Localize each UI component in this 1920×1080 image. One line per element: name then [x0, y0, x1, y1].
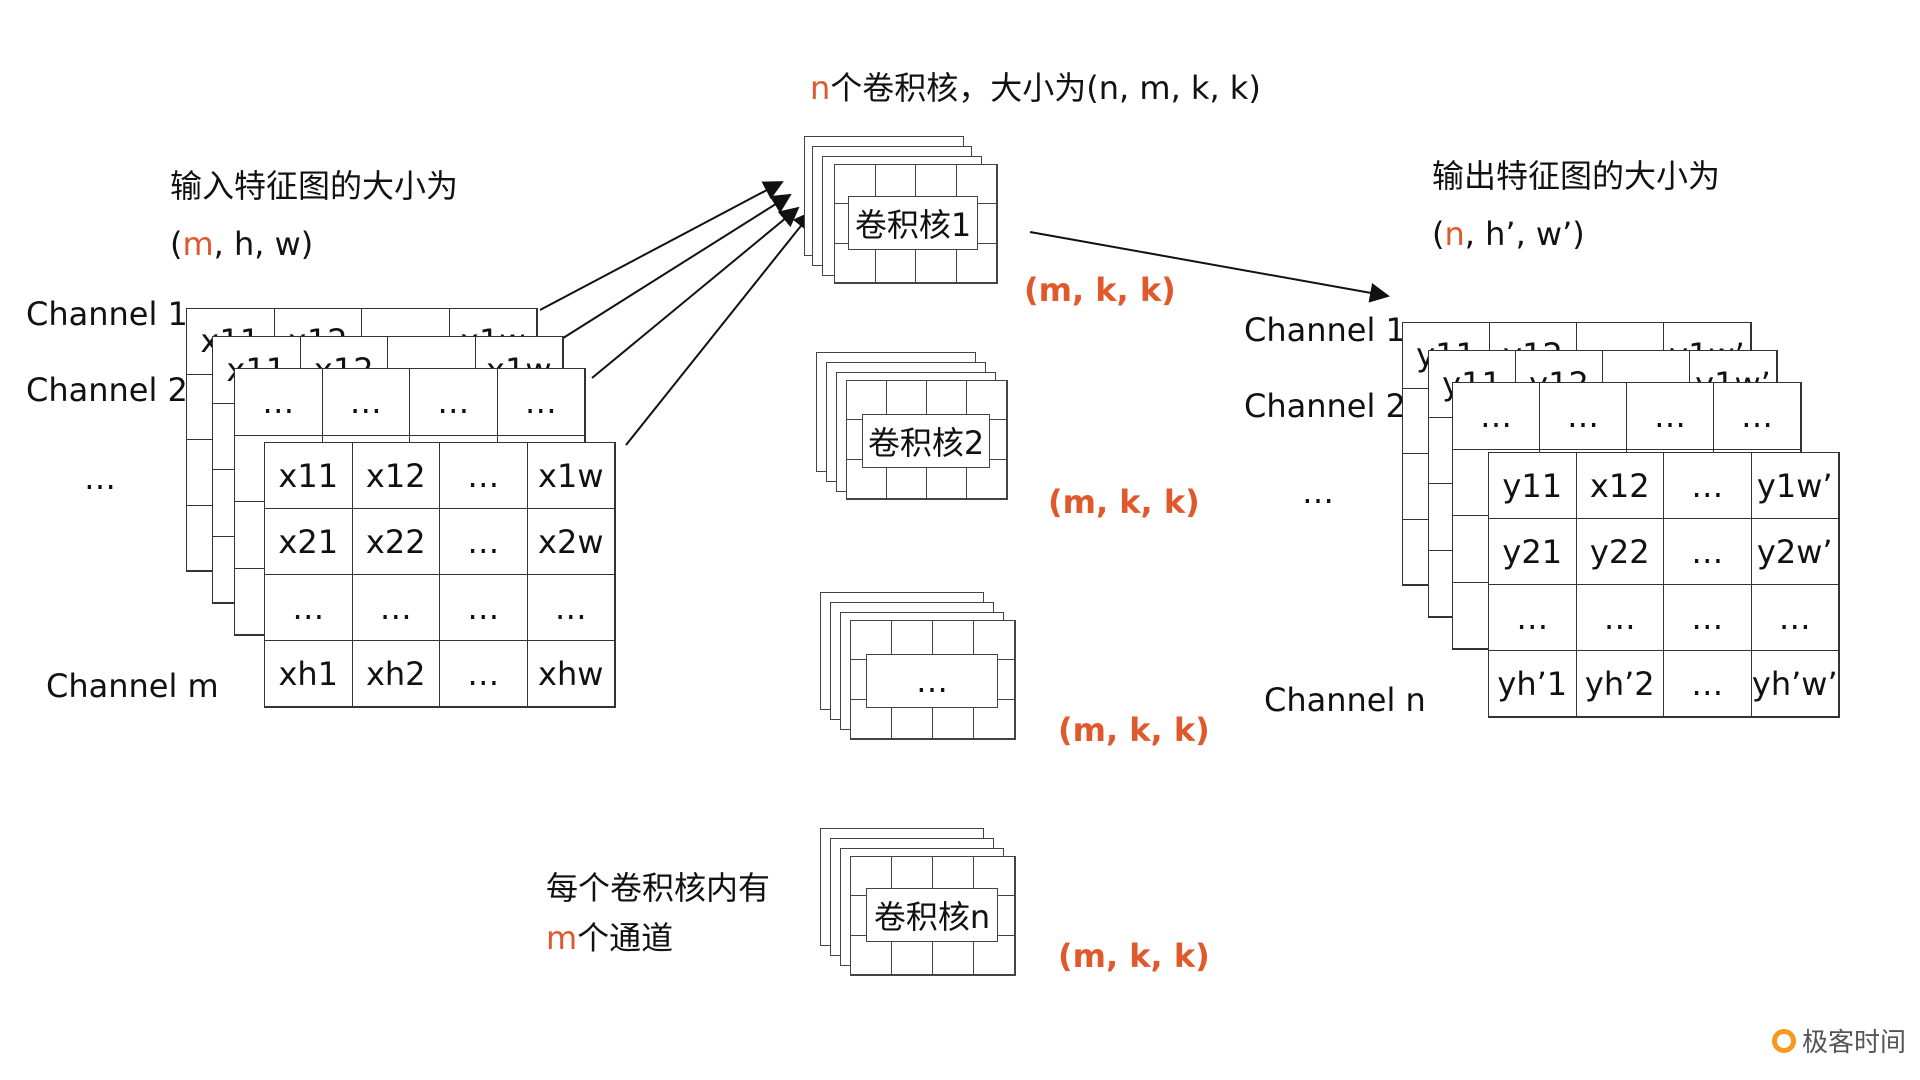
kernels-title-rest: 个卷积核，大小为(n, m, k, k) — [830, 69, 1261, 107]
kernel-3-size: (m, k, k) — [1058, 711, 1210, 749]
kernel-1-label: 卷积核1 — [848, 196, 978, 250]
matrix-cell: … — [1576, 585, 1664, 651]
matrix-cell: yh’2 — [1576, 651, 1664, 717]
output-channel-n-matrix: y11 x12 … y1w’ y21 y22 … y2w’ … … … … yh… — [1488, 452, 1840, 718]
input-title-open: ( — [170, 225, 183, 263]
matrix-cell: … — [497, 369, 585, 436]
matrix-cell: … — [1664, 453, 1752, 519]
input-channel-1-label: Channel 1 — [26, 295, 188, 333]
output-channel-n-label: Channel n — [1264, 681, 1426, 719]
input-title-m: m — [182, 225, 214, 263]
arrow-input-to-kernel-2 — [559, 193, 792, 341]
output-title-n: n — [1444, 215, 1465, 253]
matrix-cell: … — [440, 575, 528, 641]
matrix-cell: y11 — [1489, 453, 1577, 519]
output-title-line2: (n, h’, w’) — [1432, 218, 1585, 250]
kernel-1-size: (m, k, k) — [1024, 271, 1176, 309]
output-channel-2-label: Channel 2 — [1244, 387, 1406, 425]
input-title-line2: (m, h, w) — [170, 228, 313, 260]
arrow-input-to-kernel-3 — [591, 206, 800, 379]
kernel-n-label: 卷积核n — [866, 888, 998, 942]
kernels-title-n: n — [810, 69, 831, 107]
input-channel-m-label: Channel m — [46, 667, 219, 705]
matrix-cell: y2w’ — [1751, 519, 1839, 585]
input-title-rest: , h, w) — [213, 225, 314, 263]
output-title-rest: , h’, w’) — [1464, 215, 1585, 253]
matrix-cell: … — [322, 369, 410, 436]
kernel-n-size: (m, k, k) — [1058, 937, 1210, 975]
output-channel-1-label: Channel 1 — [1244, 311, 1406, 349]
matrix-cell: … — [1751, 585, 1839, 651]
kernel-3-label: … — [866, 654, 998, 708]
matrix-cell: … — [440, 509, 528, 575]
matrix-cell: yh’1 — [1489, 651, 1577, 717]
input-channel-dots: … — [84, 459, 116, 497]
matrix-cell: x21 — [265, 509, 353, 575]
matrix-cell: … — [1453, 383, 1540, 450]
kernel-note-rest: 个通道 — [577, 919, 674, 957]
input-title-line1: 输入特征图的大小为 — [170, 167, 459, 205]
arrow-input-to-kernel-1 — [539, 181, 784, 311]
matrix-cell: … — [410, 369, 498, 436]
kernel-note-line2: m个通道 — [546, 922, 673, 954]
matrix-cell: x12 — [352, 443, 440, 509]
matrix-cell: xhw — [527, 641, 615, 707]
matrix-cell: x22 — [352, 509, 440, 575]
matrix-cell: … — [1664, 519, 1752, 585]
matrix-cell: … — [352, 575, 440, 641]
output-channel-dots: … — [1302, 473, 1334, 511]
kernels-title: n个卷积核，大小为(n, m, k, k) — [810, 72, 1261, 104]
arrow-input-to-kernel-4 — [625, 210, 814, 446]
matrix-cell: xh1 — [265, 641, 353, 707]
kernel-note-m: m — [546, 919, 578, 957]
matrix-cell: y22 — [1576, 519, 1664, 585]
brand-logo: 极客时间 — [1772, 1022, 1906, 1059]
matrix-cell: … — [1664, 585, 1752, 651]
matrix-cell: … — [527, 575, 615, 641]
brand-logo-text: 极客时间 — [1802, 1028, 1907, 1058]
output-title-open: ( — [1432, 215, 1445, 253]
matrix-cell: … — [440, 641, 528, 707]
matrix-cell: x11 — [265, 443, 353, 509]
matrix-cell: x12 — [1576, 453, 1664, 519]
input-channel-2-label: Channel 2 — [26, 371, 188, 409]
matrix-cell: … — [265, 575, 353, 641]
matrix-cell: xh2 — [352, 641, 440, 707]
matrix-cell: … — [1489, 585, 1577, 651]
kernel-note-line1: 每个卷积核内有 — [546, 869, 771, 907]
matrix-cell: … — [440, 443, 528, 509]
matrix-cell: y21 — [1489, 519, 1577, 585]
matrix-cell: … — [1627, 383, 1714, 450]
input-channel-m-matrix: x11 x12 … x1w x21 x22 … x2w … … … … xh1 … — [264, 442, 616, 708]
matrix-cell: y1w’ — [1751, 453, 1839, 519]
matrix-cell: … — [1540, 383, 1627, 450]
matrix-cell: … — [1664, 651, 1752, 717]
matrix-cell: yh’w’ — [1751, 651, 1839, 717]
kernel-2-label: 卷积核2 — [862, 414, 990, 468]
matrix-cell: x1w — [527, 443, 615, 509]
matrix-cell: x2w — [527, 509, 615, 575]
brand-logo-icon — [1772, 1028, 1796, 1053]
output-title-line1: 输出特征图的大小为 — [1432, 157, 1721, 195]
matrix-cell: … — [1714, 383, 1801, 450]
matrix-cell: … — [235, 369, 323, 436]
kernel-2-size: (m, k, k) — [1048, 483, 1200, 521]
